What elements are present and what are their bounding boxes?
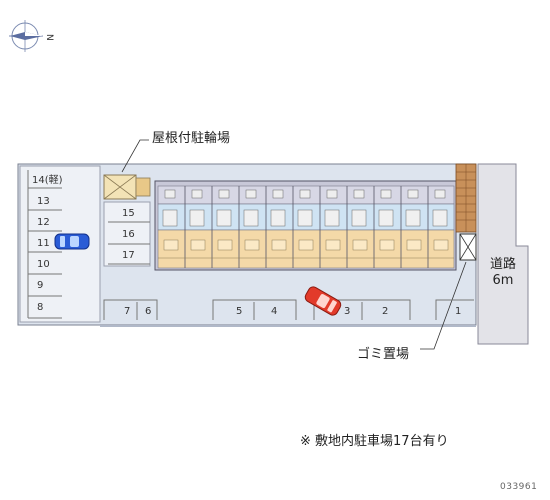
parking-space-17: 17 bbox=[122, 250, 135, 261]
parking-space-6: 6 bbox=[145, 306, 151, 317]
brick-stair bbox=[455, 163, 477, 233]
north-letter: N bbox=[44, 34, 54, 41]
road-name: 道路 bbox=[490, 257, 517, 272]
parking-space-4: 4 bbox=[271, 306, 277, 317]
garbage-leader-line bbox=[420, 261, 467, 350]
parking-space-16: 16 bbox=[122, 229, 135, 240]
south-parking-row bbox=[103, 299, 474, 320]
bicycle-shelter-label: 屋根付駐輪場 bbox=[152, 131, 231, 146]
garbage-area-label: ゴミ置場 bbox=[357, 347, 410, 362]
apartment-building bbox=[154, 180, 457, 271]
bicycle-shelter bbox=[103, 174, 151, 200]
parking-space-13: 13 bbox=[37, 196, 50, 207]
middle-parking-column bbox=[103, 201, 151, 267]
parking-space-15: 15 bbox=[122, 208, 135, 219]
parking-space-14: 14(軽) bbox=[32, 174, 63, 186]
shelter-leader-line bbox=[121, 139, 149, 173]
blue-car-icon bbox=[54, 233, 90, 250]
parking-space-2: 2 bbox=[382, 306, 388, 317]
parking-space-3: 3 bbox=[344, 306, 350, 317]
parking-note: ※ 敷地内駐車場17台有り bbox=[300, 434, 449, 449]
reference-code: 033961 bbox=[500, 482, 538, 492]
garbage-box bbox=[459, 233, 477, 261]
parking-space-5: 5 bbox=[236, 306, 242, 317]
road-label: 道路 6m bbox=[490, 257, 516, 289]
red-car-icon bbox=[304, 286, 342, 316]
parking-space-10: 10 bbox=[37, 259, 50, 270]
parking-space-7: 7 bbox=[124, 306, 130, 317]
site-south-strip bbox=[100, 325, 476, 327]
parking-space-9: 9 bbox=[37, 280, 43, 291]
parking-space-11: 11 bbox=[37, 238, 50, 249]
parking-space-12: 12 bbox=[37, 217, 50, 228]
parking-space-1: 1 bbox=[455, 306, 461, 317]
road-width: 6m bbox=[492, 273, 514, 288]
compass-rose-icon bbox=[9, 20, 43, 52]
road bbox=[477, 163, 529, 345]
parking-space-8: 8 bbox=[37, 302, 43, 313]
